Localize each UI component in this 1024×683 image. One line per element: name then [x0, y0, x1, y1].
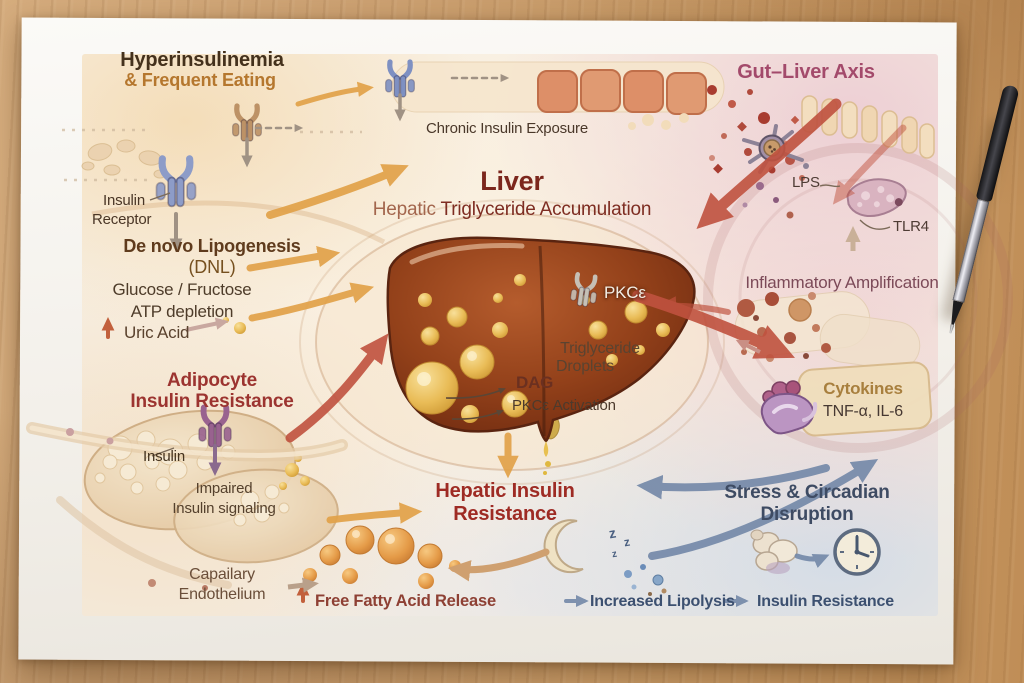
cytokines-label: Cytokines — [823, 379, 903, 398]
blue-arrows — [564, 459, 879, 608]
label-connector-lines — [149, 184, 891, 457]
pen-point — [948, 324, 954, 334]
insulin-receptor-icon-blue — [156, 159, 195, 207]
dnl-label-2: (DNL) — [188, 257, 236, 277]
frequent-eating-heading: & Frequent Eating — [124, 70, 276, 90]
red-arrows — [285, 98, 907, 443]
liver-illustration — [386, 236, 696, 475]
dendritic-cell-icon — [742, 124, 809, 174]
pen-cap — [975, 84, 1020, 203]
lps-label: LPS — [792, 174, 820, 191]
ffa-release-label: Free Fatty Acid Release — [315, 592, 496, 610]
tnf-il6-label: TNF-α, IL-6 — [823, 403, 903, 420]
liver-subtitle: Hepatic Triglyceride Accumulation — [372, 199, 652, 221]
insulin-receptor-label-2: Receptor — [92, 211, 152, 228]
adipocyte-heading-1: Adipocyte — [166, 370, 258, 391]
pkce-label: PKCε — [604, 283, 646, 302]
inflammatory-amplification-label: Inflammatory Amplification — [745, 273, 939, 292]
dag-label: DAG — [516, 373, 554, 392]
glucose-fructose-label: Glucose / Fructose — [112, 280, 252, 299]
tan-return-arrow — [447, 548, 550, 582]
gray-arrows — [169, 73, 510, 253]
insulin-receptor-icon-brown — [233, 106, 262, 141]
cytokines-banner — [797, 361, 933, 437]
chylomicron-blobs — [81, 139, 167, 179]
increased-lipolysis-label: Increased Lipolysis — [590, 593, 735, 610]
liver-title: Liver — [480, 166, 544, 196]
liver-subtitle-triglyceride: Triglyceride Accumulation — [440, 199, 652, 220]
orange-arrows — [246, 81, 519, 524]
insulin-receptor-icon-top — [386, 62, 415, 97]
clock-icon — [833, 528, 881, 576]
adrenal-gland-icon — [750, 529, 798, 574]
triglyceride-droplets-label-2: Droplets — [556, 358, 614, 375]
capillary-label-1: Capailary — [189, 566, 255, 583]
insulin-label: Insulin — [143, 448, 185, 465]
pen-barrel — [952, 199, 990, 303]
liver-subtitle-hepatic: Hepatic — [372, 199, 436, 220]
hyperinsulinemia-heading: Hyperinsulinemia — [120, 49, 284, 71]
inflammatory-cluster — [734, 291, 921, 371]
tlr4-liver-icon — [846, 178, 907, 217]
stress-heading-1: Stress & Circadian — [724, 482, 890, 503]
impaired-label-2: Insulin signaling — [172, 500, 276, 517]
hepatic-ir-heading-2: Resistance — [453, 503, 557, 525]
capillary-illustration — [26, 422, 348, 591]
insulin-resistance-label: Insulin Resistance — [757, 593, 894, 610]
gut-liver-axis-heading: Gut–Liver Axis — [737, 61, 875, 83]
stress-heading-2: Disruption — [760, 504, 854, 525]
ffa-droplets — [223, 317, 461, 589]
tan-gray-arrow — [287, 577, 319, 593]
impaired-label-1: Impaired — [195, 480, 253, 497]
adipocyte-heading-2: Insulin Resistance — [130, 391, 294, 412]
insulin-receptor-label-1: Insulin — [103, 192, 145, 209]
intestinal-cells-illustration — [391, 61, 725, 130]
atp-depletion-label: ATP depletion — [130, 302, 234, 321]
dag-pointer-lines — [445, 387, 506, 420]
tlr4-label: TLR4 — [893, 218, 929, 235]
pen-tip — [947, 300, 964, 326]
pink-small-arrow — [735, 339, 761, 354]
triglyceride-droplets-label-1: Triglyceride — [560, 340, 640, 357]
uric-acid-label: Uric Acid — [124, 323, 190, 342]
pkce-activation-label: PKCε Activation — [512, 397, 616, 414]
chronic-insulin-label: Chronic Insulin Exposure — [426, 120, 588, 137]
dashed-dots — [62, 128, 362, 182]
hepatic-ir-heading-1: Hepatic Insulin — [435, 480, 575, 502]
kupffer-cell-icon — [760, 380, 818, 435]
uric-acid-arrow — [185, 317, 229, 332]
dnl-label-1: De novo Lipogenesis — [123, 236, 301, 256]
moon-icon — [543, 519, 667, 596]
capillary-label-2: Endothelium — [178, 586, 266, 603]
